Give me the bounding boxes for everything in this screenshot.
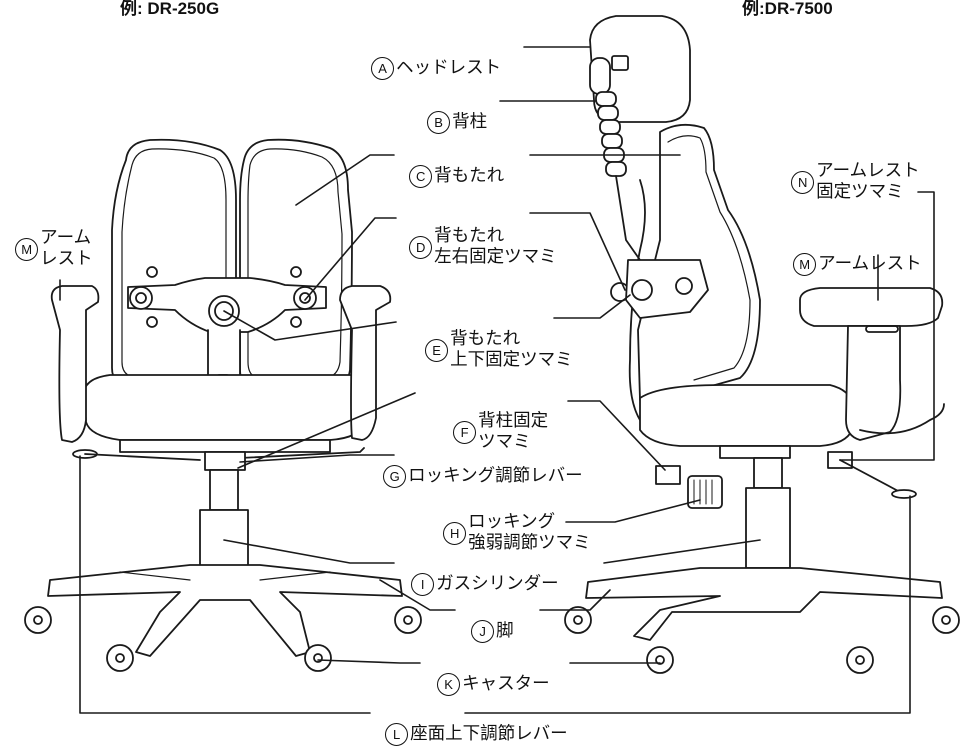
- leader-g: [239, 454, 395, 463]
- badge-l: L: [385, 723, 409, 746]
- badge-g: G: [383, 465, 407, 488]
- leader-d-left: [304, 217, 397, 301]
- label-h-line1: ロッキング: [468, 512, 556, 532]
- leader-n: [839, 191, 935, 461]
- label-j-text: 脚: [496, 621, 514, 641]
- leader-h: [565, 499, 701, 523]
- label-e-line1: 背もたれ: [450, 329, 521, 349]
- right-armrest-post: [845, 325, 902, 441]
- leader-j-right: [539, 589, 611, 611]
- badge-m-right: M: [793, 253, 817, 276]
- leader-k-left: [317, 659, 421, 664]
- left-base: [47, 564, 403, 657]
- label-e-line2: 上下固定ツマミ: [450, 350, 573, 370]
- leader-i-right: [603, 539, 761, 564]
- right-seat: [639, 384, 853, 447]
- label-m-right-text: アームレスト: [818, 254, 922, 274]
- chair-illustration: [24, 15, 960, 714]
- leader-d-right: [529, 212, 626, 291]
- label-d-line1: 背もたれ: [434, 226, 505, 246]
- right-gas-cylinder-upper: [753, 457, 783, 489]
- example-left-caption: 例: DR-250G: [120, 0, 220, 18]
- leader-i-left: [223, 539, 395, 564]
- left-casters: [24, 606, 422, 672]
- leader-l: [79, 455, 911, 714]
- left-gas-cylinder-upper: [209, 469, 239, 511]
- label-m-left-line2: レスト: [40, 249, 93, 269]
- example-right-caption: 例:DR-7500: [742, 0, 833, 18]
- label-h-line2: 強弱調節ツマミ: [468, 533, 591, 553]
- right-chair: [564, 15, 960, 674]
- label-b-text: 背柱: [452, 112, 488, 132]
- leader-e-right: [553, 294, 631, 319]
- label-f-line1: 背柱固定: [478, 411, 549, 431]
- leader-f-left: [237, 392, 416, 469]
- right-armrest-pad: [799, 287, 944, 327]
- leader-f-right: [567, 400, 666, 471]
- label-h-rocking-knob: Hロッキング強弱調節ツマミ: [432, 491, 591, 554]
- label-c-text: 背もたれ: [434, 166, 505, 186]
- badge-i: I: [411, 573, 435, 596]
- label-f-line2: ツマミ: [478, 432, 531, 452]
- left-chair: [24, 138, 422, 672]
- badge-n: N: [791, 170, 815, 194]
- label-g-text: ロッキング調節レバー: [408, 466, 583, 486]
- label-n-armrest-knob: Nアームレスト固定ツマミ: [780, 140, 920, 203]
- right-casters: [564, 606, 960, 674]
- leader-j-left: [379, 579, 456, 611]
- label-m-left-line1: アーム: [40, 228, 92, 248]
- left-armrest-right: [339, 285, 392, 441]
- left-gas-cylinder: [199, 509, 249, 569]
- badge-h: H: [443, 521, 467, 545]
- badge-c: C: [409, 165, 433, 188]
- badge-k: K: [437, 673, 461, 696]
- right-back-column: [589, 57, 641, 261]
- badge-f: F: [453, 420, 477, 444]
- label-k-text: キャスター: [462, 674, 550, 694]
- right-base: [585, 567, 943, 641]
- leader-c-left: [295, 154, 395, 206]
- badge-a: A: [371, 57, 395, 80]
- badge-b: B: [427, 111, 451, 134]
- badge-e: E: [425, 338, 449, 362]
- label-n-line1: アームレスト: [816, 161, 920, 181]
- label-i-text: ガスシリンダー: [436, 574, 559, 594]
- right-gas-cylinder: [745, 487, 791, 569]
- label-n-line2: 固定ツマミ: [816, 182, 904, 202]
- label-a-text: ヘッドレスト: [396, 58, 502, 78]
- leader-e-left: [223, 310, 397, 341]
- label-m-armrest-left: Mアームレスト: [4, 207, 93, 270]
- label-d-line2: 左右固定ツマミ: [434, 247, 557, 267]
- badge-d: D: [409, 235, 433, 259]
- label-e-ud-knob: E背もたれ上下固定ツマミ: [414, 308, 573, 371]
- label-d-lr-knob: D背もたれ左右固定ツマミ: [398, 205, 557, 268]
- label-f-column-knob: F背柱固定ツマミ: [442, 390, 548, 453]
- leader-lines: [59, 46, 935, 714]
- badge-j: J: [471, 620, 495, 643]
- badge-m-left: M: [15, 237, 39, 261]
- label-l-text: 座面上下調節レバー: [410, 724, 568, 744]
